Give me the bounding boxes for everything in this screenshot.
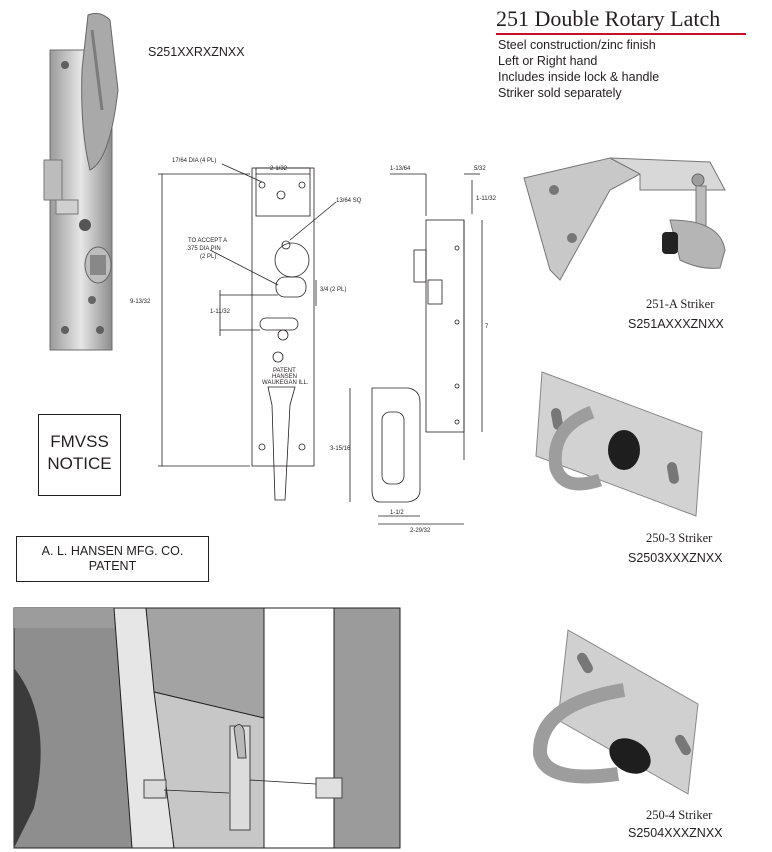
feature-4: Striker sold separately [498,86,622,100]
striker-2504-photo [533,629,699,795]
installation-illustration [13,607,401,849]
latch-part-number: S251XXRXZNXX [148,45,245,59]
dim-slot-offset: 1-11/32 [210,309,231,315]
feature-2: Left or Right hand [498,54,598,68]
dim-width-top: 2-1/32 [270,166,288,172]
stamp-line-3: WAUKEGAN ILL. [262,380,309,386]
striker-2503-photo [535,371,703,517]
dim-overall-depth: 2-29/32 [410,528,431,534]
dim-overall-height: 9-13/32 [130,299,151,305]
latch-photo [43,12,119,351]
striker-251a-caption: 251-A Striker [646,297,715,311]
dim-side-flange: 5/32 [474,166,486,172]
striker-2503-part-number: S2503XXXZNXX [628,551,723,565]
dim-handle-height: 3-15/16 [330,446,351,452]
dim-slot-spacing: 3/4 (2 PL) [320,287,346,293]
dim-side-depth: 1-13/64 [390,166,411,172]
dim-holes: 17/64 DIA (4 PL) [172,158,216,164]
striker-2504-caption: 250-4 Striker [646,808,713,822]
dim-pin-3: (2 PL) [200,254,216,260]
dim-side-top: 1-11/32 [476,196,497,202]
product-title: 251 Double Rotary Latch [496,6,721,31]
patent-line-2: PATENT [88,559,137,573]
fmvss-notice: FMVSS NOTICE [38,414,121,496]
fmvss-line-1: FMVSS [50,432,109,451]
striker-251a-part-number: S251AXXXZNXX [628,317,724,331]
fmvss-line-2: NOTICE [47,454,112,473]
dim-handle-width: 1-1/2 [390,510,404,516]
stamp-line-2: HANSEN [272,374,297,380]
stamp-line-1: PATENT [273,368,296,374]
dim-side-height: 7 [485,324,489,330]
striker-251a-photo [523,157,726,281]
striker-2503-caption: 250-3 Striker [646,531,713,545]
dim-square: 13/64 SQ [336,198,362,204]
dim-pin-2: .375 DIA PIN [186,246,221,252]
patent-line-1: A. L. HANSEN MFG. CO. [41,544,184,558]
dim-pin-1: TO ACCEPT A [188,238,227,244]
title-underline [496,33,746,35]
front-view-drawing: 17/64 DIA (4 PL) 2-1/32 13/64 SQ TO ACCE… [130,158,362,501]
striker-2504-part-number: S2504XXXZNXX [628,826,723,840]
feature-1: Steel construction/zinc finish [498,38,656,52]
side-view-drawing: 1-13/64 5/32 1-11/32 7 3-15/16 1-1/2 2-2… [330,166,497,534]
feature-3: Includes inside lock & handle [498,70,660,84]
patent-notice: A. L. HANSEN MFG. CO. PATENT [16,536,209,582]
